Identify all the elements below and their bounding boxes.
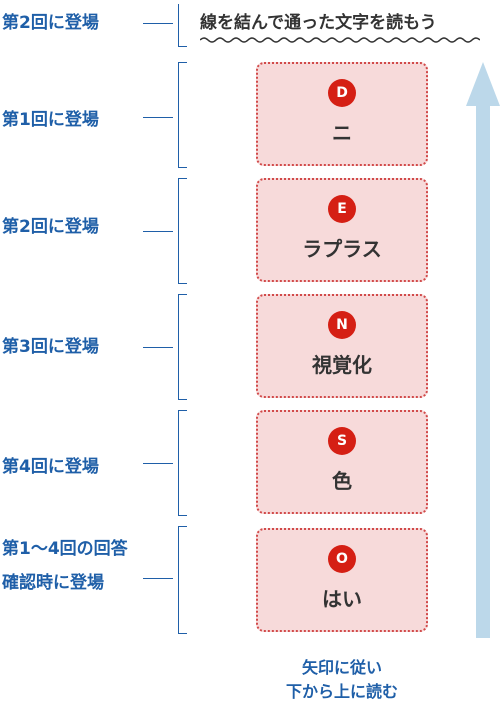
connector-line-2	[143, 231, 173, 232]
up-arrow-icon	[466, 62, 500, 638]
bracket-1	[178, 62, 187, 168]
reading-direction-caption: 矢印に従い 下から上に読む	[262, 656, 422, 704]
appearance-label-4: 第4回に登場	[2, 457, 99, 477]
appearance-label-5: 第1〜4回の回答確認時に登場	[2, 539, 128, 593]
bracket-4	[178, 410, 187, 516]
letter-badge-d: D	[328, 79, 356, 107]
caption-line-2: 下から上に読む	[285, 682, 398, 701]
letter-badge-n: N	[328, 311, 356, 339]
letter-word-s: 色	[332, 469, 352, 493]
appearance-label-top: 第2回に登場	[2, 13, 99, 33]
wavy-underline	[200, 37, 480, 43]
appearance-label-3: 第3回に登場	[2, 337, 99, 357]
letter-word-o: はい	[322, 587, 362, 611]
letter-word-n: 視覚化	[312, 353, 372, 377]
letter-badge-s: S	[328, 427, 356, 455]
connector-line-1	[143, 117, 173, 118]
appearance-label-1: 第1回に登場	[2, 110, 99, 130]
letter-box-e: E ラプラス	[256, 178, 428, 282]
connector-line-5	[143, 578, 173, 579]
connector-line-3	[143, 347, 173, 348]
letter-box-d: D ニ	[256, 62, 428, 166]
letter-badge-o: O	[328, 545, 356, 573]
appearance-label-2: 第2回に登場	[2, 217, 99, 237]
letter-word-e: ラプラス	[302, 237, 382, 261]
instruction-title: 線を結んで通った文字を読もう	[200, 13, 437, 33]
bracket-2	[178, 178, 187, 284]
letter-box-s: S 色	[256, 410, 428, 514]
letter-word-d: ニ	[332, 121, 352, 145]
bracket-3	[178, 294, 187, 400]
bracket-5	[178, 526, 187, 634]
connector-line-4	[143, 463, 173, 464]
letter-box-o: O はい	[256, 528, 428, 632]
letter-badge-e: E	[328, 195, 356, 223]
caption-line-1: 矢印に従い	[301, 658, 382, 677]
bracket-top	[178, 4, 187, 47]
letter-box-n: N 視覚化	[256, 294, 428, 398]
connector-line-top	[143, 23, 173, 24]
